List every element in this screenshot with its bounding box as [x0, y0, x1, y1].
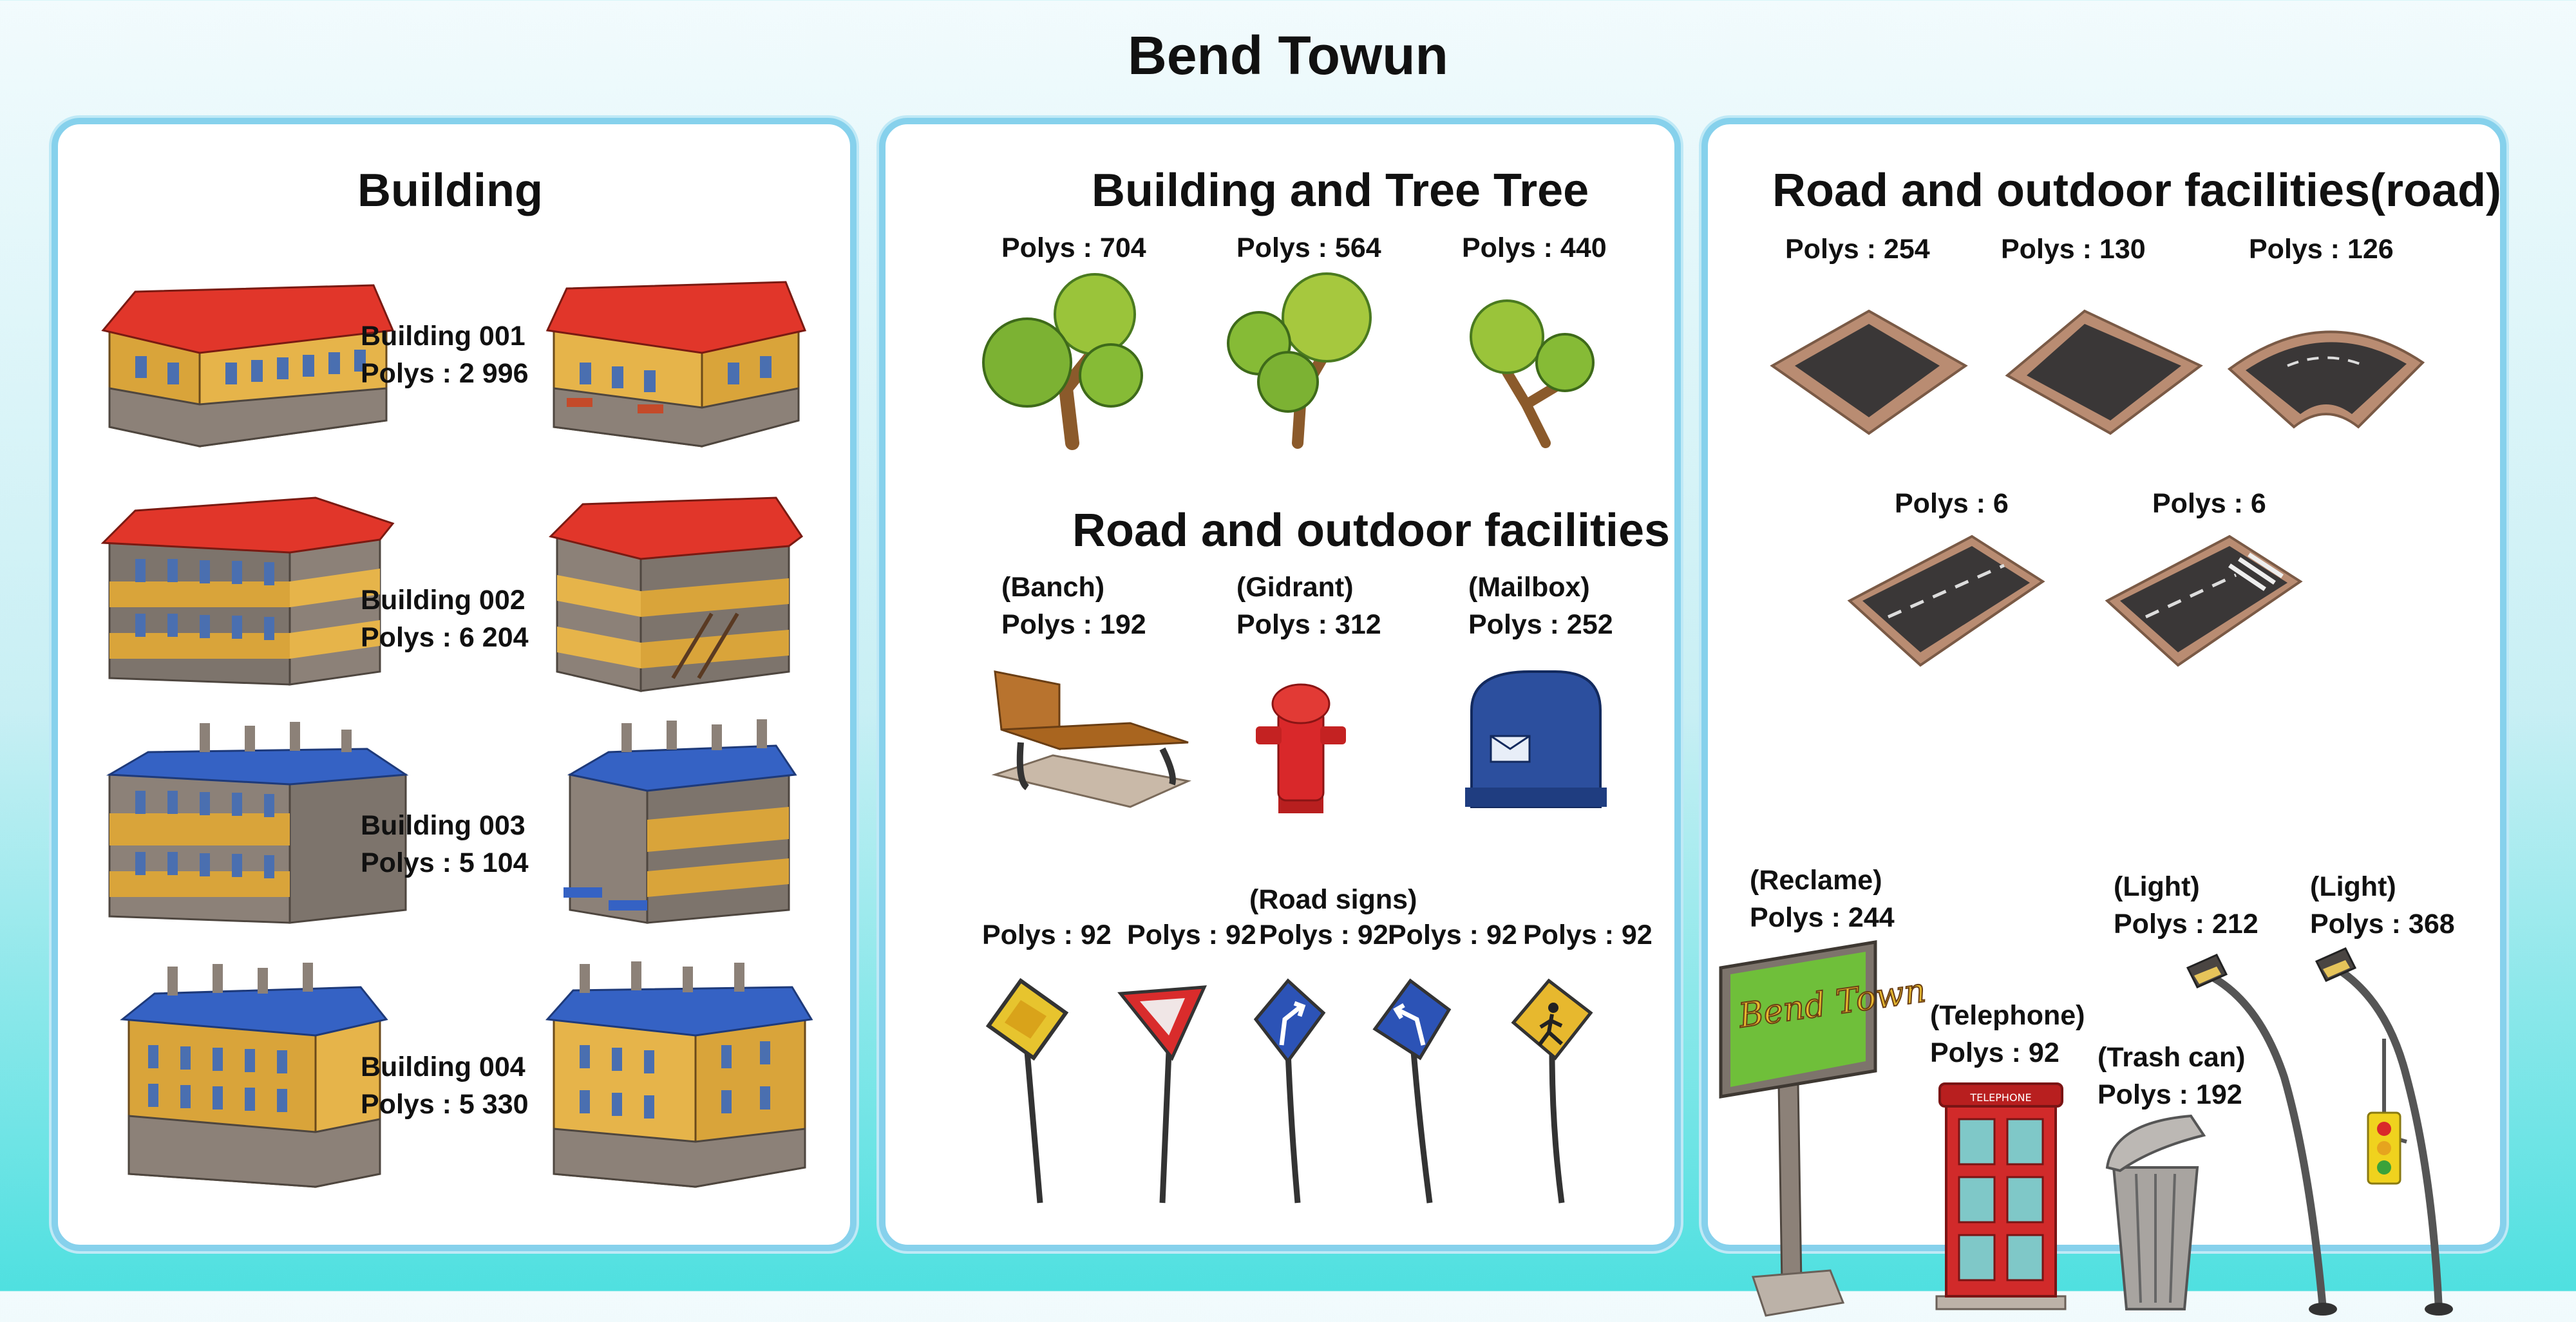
- hydrant-label: (Gidrant) Polys : 312: [1236, 569, 1381, 643]
- building-001-label: Building 001 Polys : 2 996: [361, 317, 529, 392]
- hydrant-image: [1256, 683, 1346, 813]
- building-004-polys: Polys : 5 330: [361, 1089, 529, 1120]
- road-curve-image: [2227, 330, 2425, 429]
- trash-can-polys: Polys : 192: [2098, 1079, 2242, 1110]
- trees-facilities-panel: Building and Tree Tree Polys : 704 Polys…: [879, 118, 1681, 1251]
- building-003-front-image: [106, 722, 409, 924]
- light-2-name: (Light): [2310, 871, 2396, 902]
- road-sign-5-polys: Polys : 92: [1523, 920, 1653, 950]
- building-004-name: Building 004: [361, 1052, 526, 1082]
- road-tile-5-polys: Polys : 6: [2152, 488, 2266, 519]
- page-title: Bend Towun: [1128, 25, 1448, 86]
- road-tile-4-polys: Polys : 6: [1895, 488, 2009, 519]
- road-signs-label: (Road signs): [1249, 884, 1417, 915]
- tree-1-image: [982, 273, 1143, 450]
- building-003-polys: Polys : 5 104: [361, 847, 529, 878]
- road-sign-yield-image: [1117, 985, 1208, 1204]
- building-001-polys: Polys : 2 996: [361, 358, 529, 389]
- bench-image: [991, 670, 1191, 808]
- bench-label: (Banch) Polys : 192: [1001, 569, 1146, 643]
- building-002-name: Building 002: [361, 585, 526, 616]
- telephone-polys: Polys : 92: [1930, 1037, 2060, 1068]
- trees-section-title: Building and Tree Tree: [1092, 165, 1589, 216]
- tree-2-image: [1227, 272, 1372, 449]
- hydrant-polys: Polys : 312: [1236, 609, 1381, 640]
- tree-2-polys: Polys : 564: [1236, 232, 1381, 263]
- buildings-panel: Building Building 001 Polys : 2 996 Buil…: [52, 118, 857, 1251]
- mailbox-polys: Polys : 252: [1468, 609, 1613, 640]
- trash-can-label: (Trash can) Polys : 192: [2098, 1039, 2245, 1113]
- telephone-booth-sign: TELEPHONE: [1969, 1091, 2031, 1104]
- building-004-back-image: [545, 961, 813, 1188]
- building-003-label: Building 003 Polys : 5 104: [361, 807, 529, 882]
- road-sign-turn-left-image: [1372, 978, 1452, 1204]
- billboard-image: Bend Town: [1719, 940, 1929, 1317]
- trash-can-name: (Trash can): [2098, 1042, 2246, 1073]
- light-2-polys: Polys : 368: [2310, 909, 2455, 940]
- road-t-junction-image: [2005, 309, 2203, 435]
- light-1-name: (Light): [2114, 871, 2200, 902]
- road-tile-1-polys: Polys : 254: [1785, 234, 1930, 265]
- building-003-back-image: [564, 719, 797, 924]
- road-sign-turn-right-image: [1253, 978, 1326, 1204]
- tree-3-image: [1470, 299, 1595, 448]
- road-sign-3-polys: Polys : 92: [1259, 920, 1388, 950]
- building-001-front-image: [101, 284, 395, 448]
- road-sign-2-polys: Polys : 92: [1127, 920, 1256, 950]
- building-004-label: Building 004 Polys : 5 330: [361, 1048, 529, 1123]
- light-1-polys: Polys : 212: [2114, 909, 2259, 940]
- building-001-back-image: [545, 281, 807, 448]
- road-tile-3-polys: Polys : 126: [2249, 234, 2394, 265]
- building-003-name: Building 003: [361, 810, 526, 841]
- building-002-back-image: [549, 496, 804, 692]
- road-sign-pedestrian-image: [1511, 978, 1593, 1204]
- bench-polys: Polys : 192: [1001, 609, 1146, 640]
- building-002-front-image: [100, 496, 395, 686]
- hydrant-name: (Gidrant): [1236, 572, 1354, 603]
- tree-1-polys: Polys : 704: [1001, 232, 1146, 263]
- trash-can-image: [2105, 1114, 2206, 1310]
- tree-3-polys: Polys : 440: [1462, 232, 1607, 263]
- bench-name: (Banch): [1001, 572, 1105, 603]
- telephone-booth-image: TELEPHONE: [1935, 1082, 2067, 1310]
- reclame-polys: Polys : 244: [1750, 902, 1895, 933]
- light-1-label: (Light) Polys : 212: [2114, 868, 2259, 943]
- building-004-front-image: [120, 963, 388, 1188]
- road-panel-title: Road and outdoor facilities(road): [1772, 165, 2502, 216]
- road-panel: Road and outdoor facilities(road) Polys …: [1701, 118, 2506, 1317]
- facilities-section-title: Road and outdoor facilities: [1072, 505, 1671, 556]
- mailbox-label: (Mailbox) Polys : 252: [1468, 569, 1613, 643]
- road-crossroad-image: [1770, 309, 1968, 435]
- reclame-label: (Reclame) Polys : 244: [1750, 862, 1895, 936]
- road-sign-priority-image: [985, 977, 1069, 1204]
- street-light-2-image: [2315, 947, 2453, 1316]
- building-001-name: Building 001: [361, 321, 526, 352]
- buildings-panel-title: Building: [357, 165, 543, 216]
- mailbox-image: [1465, 670, 1607, 808]
- road-straight-image: [1847, 534, 2045, 667]
- road-sign-4-polys: Polys : 92: [1388, 920, 1517, 950]
- reclame-name: (Reclame): [1750, 865, 1882, 896]
- building-002-polys: Polys : 6 204: [361, 622, 529, 653]
- telephone-name: (Telephone): [1930, 1000, 2085, 1031]
- road-tile-2-polys: Polys : 130: [2001, 234, 2146, 265]
- telephone-label: (Telephone) Polys : 92: [1930, 997, 2085, 1072]
- mailbox-name: (Mailbox): [1468, 572, 1590, 603]
- light-2-label: (Light) Polys : 368: [2310, 868, 2455, 943]
- road-sign-1-polys: Polys : 92: [982, 920, 1112, 950]
- road-crosswalk-image: [2105, 534, 2303, 667]
- building-002-label: Building 002 Polys : 6 204: [361, 581, 529, 656]
